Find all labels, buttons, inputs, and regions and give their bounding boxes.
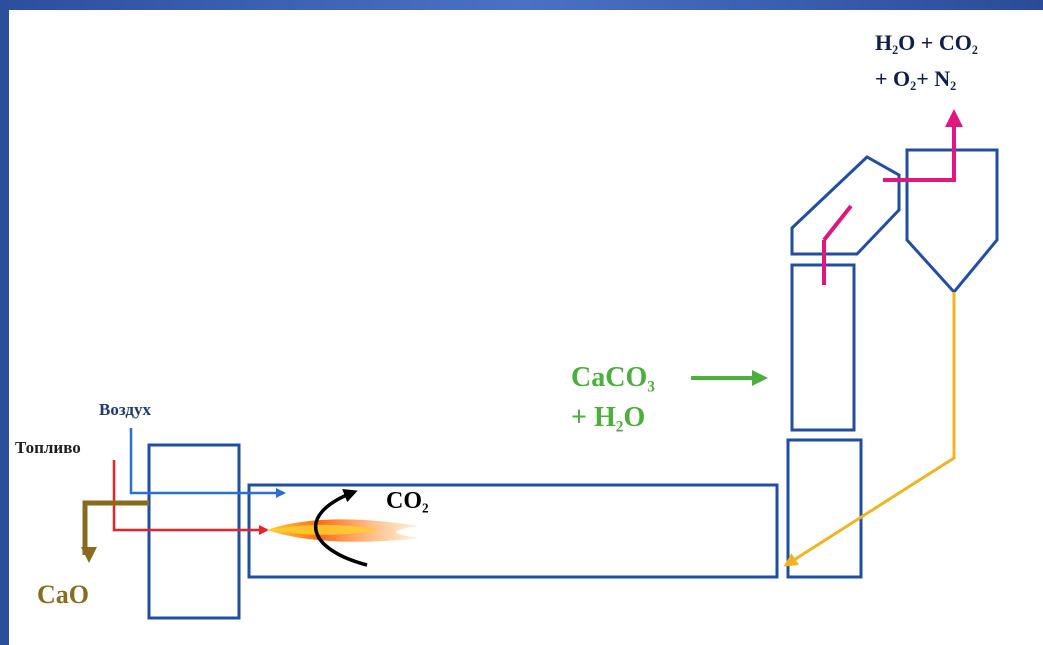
solids-return-arrow [783,292,956,567]
cooler-box [147,443,241,620]
kiln-co2-label: CO2 [386,488,429,517]
exhaust-o-sub: 2 [910,79,917,94]
kiln-co2-text: CO [386,488,422,514]
exhaust-h-text: H [875,30,893,55]
diagram-canvas: Воздух Топливо CaO CO2 CaCO3 + H2O H2O +… [9,10,1043,645]
rotation-arrow [313,489,368,567]
fuel-label: Топливо [15,438,81,457]
feed-o-text: O [623,402,646,433]
exhaust-oco-text: O + CO [898,30,972,55]
feed-caco-text: CaCO [571,362,648,393]
feed-label-line1: CaCO3 [571,362,655,396]
cao-label: CaO [37,580,89,609]
feed-label-line2: + H2O [571,402,645,436]
calciner-lower-box [786,438,863,579]
gas-flow-bend [822,204,853,242]
kiln-co2-sub: 2 [422,500,429,516]
feed-h-sub: 2 [615,418,624,436]
cyclone [905,148,999,295]
exhaust-o-text: + O [875,66,911,91]
exhaust-n-sub: 2 [950,79,957,94]
process-diagram [81,109,999,620]
flame-core [271,524,379,535]
exhaust-co-sub: 2 [971,43,978,58]
air-flow-arrow [129,428,286,498]
gas-exhaust-arrow [883,109,963,182]
exhaust-label-line1: H2O + CO2 [875,30,978,58]
air-label: Воздух [99,400,151,419]
fuel-flow-arrow [112,460,269,535]
exhaust-h-sub: 2 [892,43,899,58]
cao-discharge-arrow [81,500,149,563]
exhaust-n-text: + N [916,66,951,91]
feed-caco-sub: 3 [647,378,655,396]
riser-bend [790,155,901,256]
exhaust-label-line2: + O2+ N2 [875,66,956,94]
riser-duct [790,263,856,432]
feed-h-text: + H [571,402,616,433]
